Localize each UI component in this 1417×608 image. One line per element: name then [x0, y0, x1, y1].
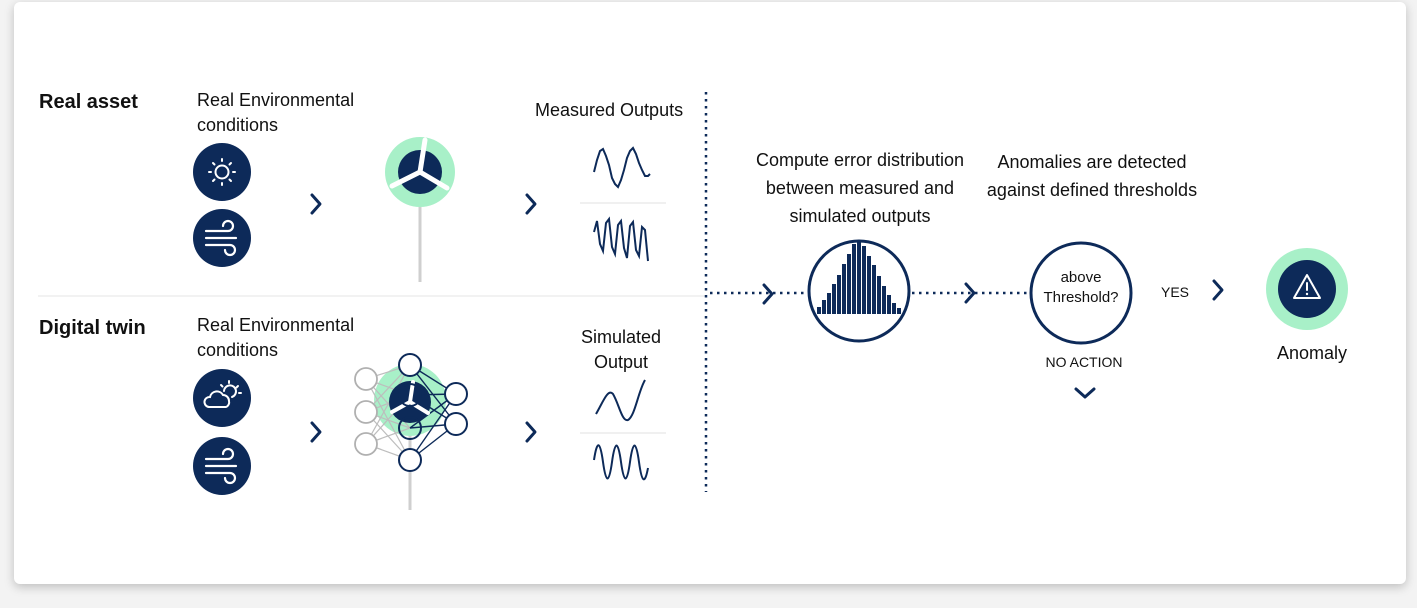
env-label-twin-line2: conditions: [197, 340, 279, 360]
row-label-real: Real asset: [39, 91, 138, 113]
env-label-twin-line1: Real Environmental: [197, 315, 355, 335]
no-action-label: NO ACTION: [1045, 354, 1123, 370]
compute-step-line2: between measured and: [765, 178, 955, 198]
simulated-waveform-slow: [595, 379, 646, 422]
decision-text-line2: Threshold?: [1043, 289, 1119, 306]
simulated-output-line2: Output: [593, 352, 649, 372]
compute-step-line3: simulated outputs: [789, 206, 931, 226]
detect-step-line1: Anomalies are detected: [997, 152, 1187, 172]
cloud-sun-icon: [193, 369, 251, 427]
measured-waveform-slow: [593, 146, 651, 189]
arrow-right-icon: [525, 193, 537, 215]
arrow-right-icon: [964, 282, 976, 304]
wind-turbine-icon: [385, 137, 455, 282]
measured-outputs-label: Measured Outputs: [535, 100, 684, 120]
threshold-decision-node: [1029, 241, 1133, 345]
warning-icon: [1266, 248, 1348, 330]
arrow-right-icon: [310, 193, 322, 215]
arrow-right-icon: [1212, 279, 1224, 301]
neural-network-turbine-icon: [354, 353, 468, 510]
yes-label: YES: [1161, 284, 1190, 300]
simulated-waveform-fast: [593, 444, 649, 481]
env-label-real-line1: Real Environmental: [197, 90, 355, 110]
measured-waveform-fast: [593, 216, 649, 262]
env-label-real-line2: conditions: [197, 115, 279, 135]
decision-text-line1: above: [1060, 269, 1102, 286]
error-histogram-icon: [807, 239, 911, 343]
anomaly-label: Anomaly: [1276, 343, 1348, 363]
wind-icon: [193, 437, 251, 495]
arrow-down-icon: [1074, 387, 1096, 399]
simulated-output-line1: Simulated: [580, 327, 662, 347]
arrow-right-icon: [310, 421, 322, 443]
detect-step-line2: against defined thresholds: [986, 180, 1198, 200]
compute-step-line1: Compute error distribution: [755, 150, 965, 170]
row-label-twin: Digital twin: [39, 317, 146, 339]
wind-icon: [193, 209, 251, 267]
arrow-right-icon: [525, 421, 537, 443]
arrow-right-icon: [762, 283, 774, 305]
sun-icon: [193, 143, 251, 201]
